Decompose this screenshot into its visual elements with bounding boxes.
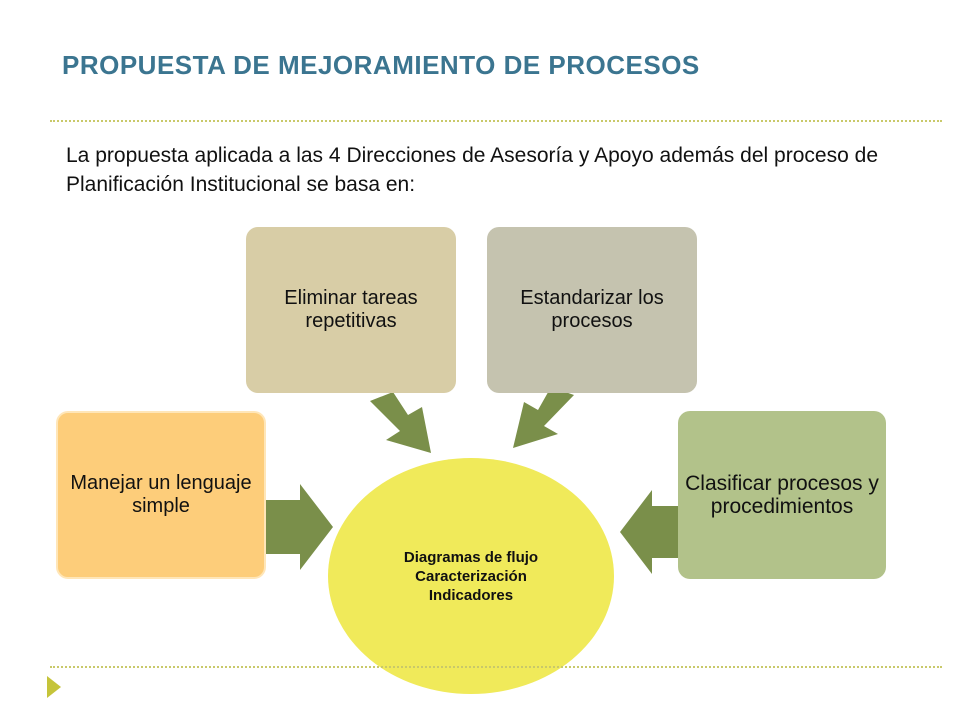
center-line-3: Indicadores bbox=[428, 586, 514, 604]
arrow-left-icon bbox=[266, 484, 333, 570]
box-clasificar-procesos: Clasificar procesos y procedimientos bbox=[678, 411, 886, 579]
top-divider bbox=[50, 120, 942, 122]
slide-title: PROPUESTA DE MEJORAMIENTO DE PROCESOS bbox=[62, 50, 700, 80]
bottom-divider bbox=[50, 666, 942, 668]
box-eliminar-tareas: Eliminar tareas repetitivas bbox=[246, 227, 456, 393]
center-ellipse: Diagramas de flujo Caracterización Indic… bbox=[328, 458, 614, 694]
arrow-right-icon bbox=[620, 490, 678, 574]
intro-text: La propuesta aplicada a las 4 Direccione… bbox=[66, 144, 878, 196]
box-manejar-lenguaje: Manejar un lenguaje simple bbox=[56, 411, 266, 579]
center-line-1: Diagramas de flujo bbox=[403, 548, 539, 566]
arrow-top-right-icon bbox=[513, 387, 574, 448]
center-line-2: Caracterización bbox=[415, 567, 527, 585]
triangle-bullet-icon bbox=[47, 676, 61, 698]
arrow-top-left-icon bbox=[370, 392, 431, 453]
box-estandarizar-procesos: Estandarizar los procesos bbox=[487, 227, 697, 393]
